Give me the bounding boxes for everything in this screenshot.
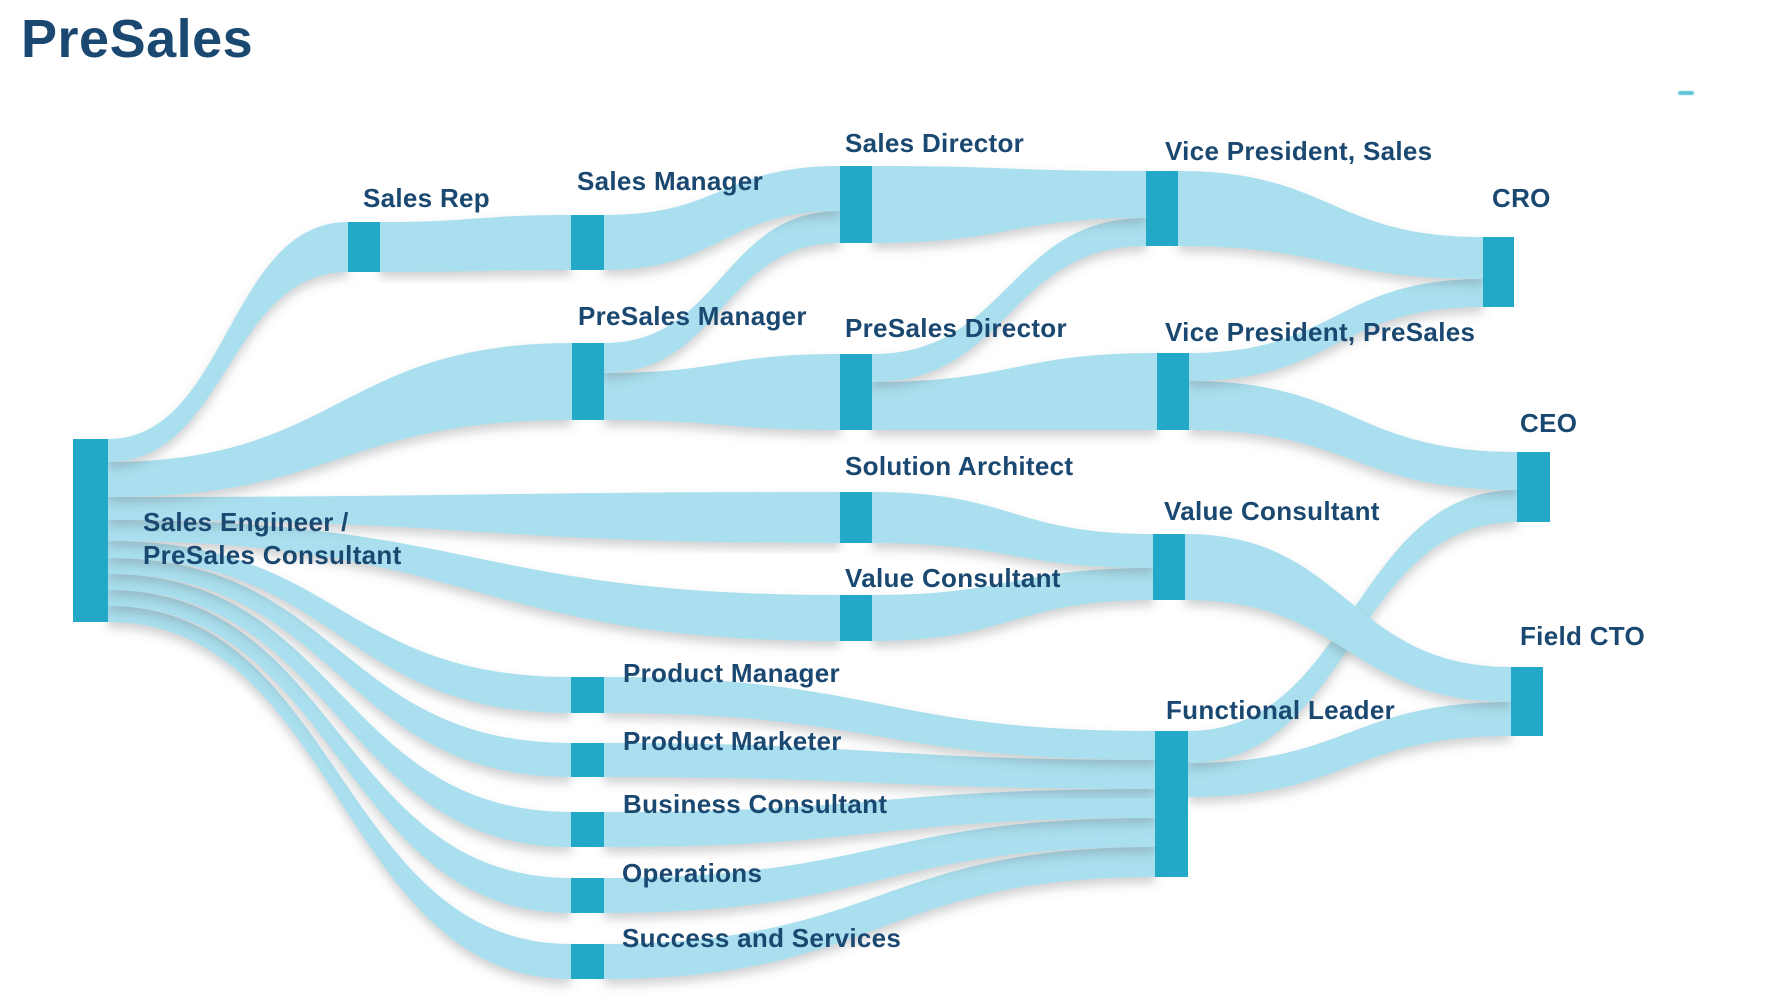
flow-functional-leader-to-field-cto (1188, 702, 1511, 797)
sankey-node-presales-manager (572, 343, 604, 420)
flow-presales-director-to-vp-presales (872, 353, 1157, 430)
flow-se-to-product-manager (108, 541, 571, 713)
node-label-vp-presales: Vice President, PreSales (1165, 317, 1475, 347)
flow-vp-sales-to-cro (1178, 171, 1483, 279)
node-label-functional-leader: Functional Leader (1166, 695, 1395, 725)
sankey-node-presales-director (840, 354, 872, 430)
sankey-node-field-cto (1511, 667, 1543, 736)
node-label-success-services: Success and Services (622, 923, 901, 953)
flow-value-consultant-mid-to-value-consultant-right (872, 568, 1153, 641)
sankey-node-product-manager (571, 677, 604, 713)
node-label-product-manager: Product Manager (623, 658, 840, 688)
node-label-product-marketer: Product Marketer (623, 726, 842, 756)
flow-se-to-solution-architect (108, 492, 840, 543)
flow-se-to-operations (108, 590, 571, 913)
node-label-ceo: CEO (1520, 408, 1577, 438)
node-label-presales-manager: PreSales Manager (578, 301, 807, 331)
flow-se-to-business-consultant (108, 574, 571, 847)
sankey-links (108, 166, 1517, 979)
node-label-presales-director: PreSales Director (845, 313, 1067, 343)
sankey-node-vp-sales (1146, 171, 1178, 246)
flow-se-to-product-marketer (108, 558, 571, 777)
node-label-vp-sales: Vice President, Sales (1165, 136, 1432, 166)
flow-presales-manager-to-sales-director (604, 211, 840, 373)
sankey-node-cro (1483, 237, 1514, 307)
flow-sales-manager-to-sales-director (604, 166, 840, 270)
node-label-sales-rep: Sales Rep (363, 183, 490, 213)
node-label-cro: CRO (1492, 183, 1551, 213)
sankey-node-business-consultant (571, 812, 604, 847)
sankey-node-product-marketer (571, 743, 604, 777)
flow-sales-director-to-vp-sales (872, 166, 1146, 243)
flow-presales-director-to-vp-sales (872, 218, 1146, 382)
sankey-node-value-consultant-right (1153, 534, 1185, 600)
flow-success-services-to-functional-leader (604, 847, 1155, 979)
flow-product-marketer-to-functional-leader (604, 743, 1155, 789)
flow-presales-manager-to-presales-director (604, 354, 840, 430)
flow-product-manager-to-functional-leader (604, 677, 1155, 760)
sankey-node-operations (571, 878, 604, 913)
flow-sales-rep-to-sales-manager (380, 215, 571, 272)
sankey-node-vp-presales (1157, 353, 1189, 430)
node-label-solution-architect: Solution Architect (845, 451, 1073, 481)
sankey-node-functional-leader (1155, 731, 1188, 877)
sankey-node-success-services (571, 944, 604, 979)
flow-business-consultant-to-functional-leader (604, 789, 1155, 847)
node-label-value-consultant-mid: Value Consultant (845, 563, 1061, 593)
flow-operations-to-functional-leader (604, 818, 1155, 913)
page-title: PreSales (21, 9, 254, 69)
node-label-operations: Operations (622, 858, 762, 888)
flow-solution-architect-to-value-consultant-right (872, 492, 1153, 568)
flow-se-to-sales-rep (108, 222, 348, 462)
node-label-value-consultant-right: Value Consultant (1164, 496, 1380, 526)
sankey-node-sales-director (840, 166, 872, 243)
sankey-node-solution-architect (840, 492, 872, 543)
sankey-node-ceo (1517, 452, 1550, 522)
flow-value-consultant-right-to-field-cto (1185, 534, 1511, 702)
sankey-node-value-consultant-mid (840, 595, 872, 641)
sankey-labels: Sales Engineer /PreSales Consultant Sales… (143, 128, 1645, 953)
sankey-nodes (73, 166, 1550, 979)
node-label-sales-manager: Sales Manager (577, 166, 763, 196)
flow-vp-presales-to-ceo (1189, 381, 1517, 490)
flow-se-to-success-services (108, 606, 571, 979)
sankey-node-sales-manager (571, 215, 604, 270)
node-label-se: Sales Engineer /PreSales Consultant (143, 507, 402, 570)
flow-vp-presales-to-cro (1189, 279, 1483, 381)
flow-se-to-presales-manager (108, 343, 572, 497)
node-label-business-consultant: Business Consultant (623, 789, 887, 819)
flow-se-to-value-consultant-mid (108, 520, 840, 641)
node-label-sales-director: Sales Director (845, 128, 1024, 158)
decorative-dash (1678, 91, 1694, 95)
sankey-node-se (73, 439, 108, 622)
node-label-field-cto: Field CTO (1520, 621, 1645, 651)
sankey-node-sales-rep (348, 222, 380, 272)
